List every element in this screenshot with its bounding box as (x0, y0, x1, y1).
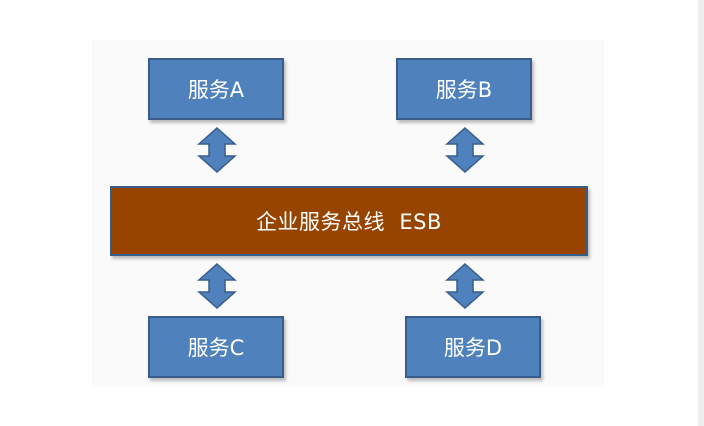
service-d-box: 服务D (405, 316, 541, 378)
double-arrow-icon (445, 262, 485, 310)
service-b-box: 服务B (396, 58, 532, 120)
service-a-box: 服务A (148, 58, 284, 120)
service-b-label: 服务B (435, 78, 493, 102)
double-arrow-icon (445, 126, 485, 174)
enterprise-service-bus: 企业服务总线 ESB (110, 186, 588, 256)
service-c-label: 服务C (187, 336, 245, 360)
service-a-label: 服务A (187, 78, 245, 102)
service-d-label: 服务D (443, 336, 503, 360)
right-edge-strip (698, 0, 704, 426)
service-c-box: 服务C (148, 316, 284, 378)
double-arrow-icon (197, 126, 237, 174)
double-arrow-icon (197, 262, 237, 310)
bus-label: 企业服务总线 ESB (256, 210, 442, 234)
